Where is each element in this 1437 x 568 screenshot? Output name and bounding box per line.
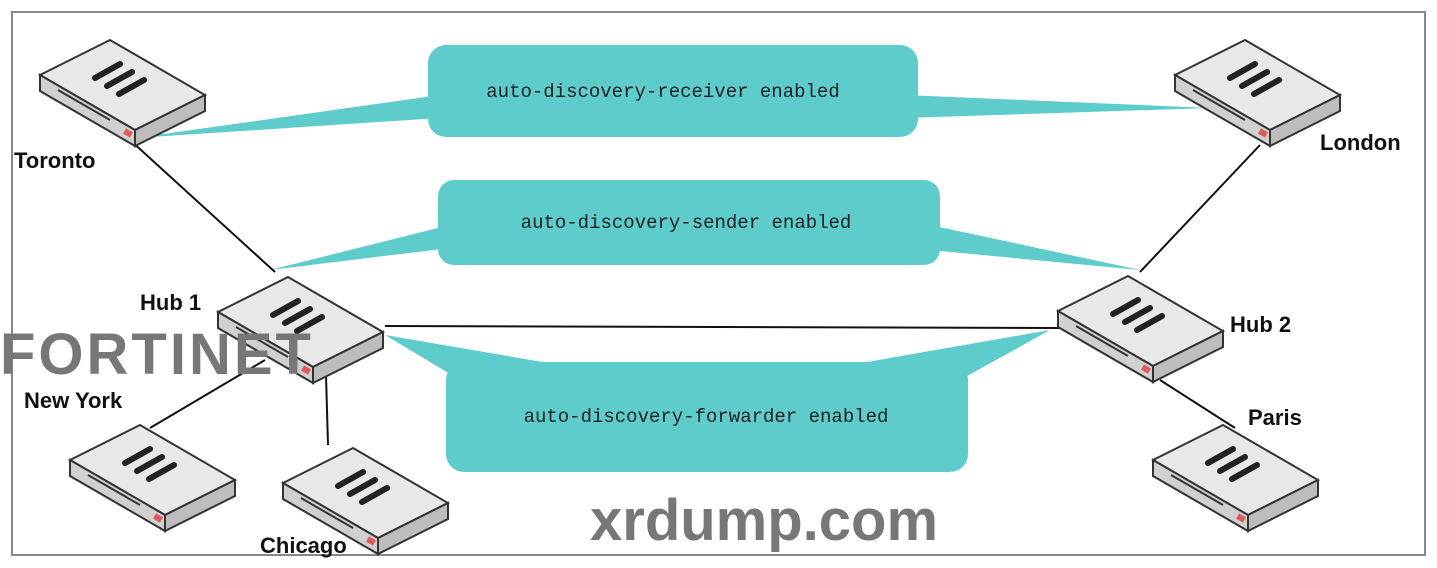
label-london: London bbox=[1320, 130, 1401, 155]
label-hub1: Hub 1 bbox=[140, 290, 201, 315]
callout-receiver-text: auto-discovery-receiver enabled bbox=[486, 81, 839, 103]
frame-border bbox=[11, 11, 1426, 556]
callout-receiver: auto-discovery-receiver enabled bbox=[135, 45, 1210, 138]
watermark-site: xrdump.com bbox=[590, 488, 938, 553]
link-hub1-hub2 bbox=[384, 325, 1061, 329]
device-hub2 bbox=[1058, 276, 1223, 382]
link-toronto-hub1 bbox=[129, 139, 276, 273]
network-links bbox=[129, 139, 1261, 446]
label-paris: Paris bbox=[1248, 405, 1302, 430]
label-hub2: Hub 2 bbox=[1230, 312, 1291, 337]
callout-forwarder: auto-discovery-forwarder enabled bbox=[385, 330, 1050, 472]
label-new-york: New York bbox=[24, 388, 123, 413]
device-toronto bbox=[40, 40, 205, 146]
callout-sender-text: auto-discovery-sender enabled bbox=[521, 212, 852, 234]
label-chicago: Chicago bbox=[260, 533, 347, 558]
callout-forwarder-text: auto-discovery-forwarder enabled bbox=[524, 406, 889, 428]
link-hub1-newyork bbox=[149, 359, 266, 429]
device-london bbox=[1175, 40, 1340, 146]
device-paris bbox=[1153, 425, 1318, 531]
link-hub1-chicago bbox=[325, 374, 329, 446]
watermark-brand: FORTINET bbox=[0, 322, 314, 387]
device-new-york bbox=[70, 425, 235, 531]
link-hub2-paris bbox=[1159, 379, 1236, 429]
callout-sender: auto-discovery-sender enabled bbox=[270, 180, 1140, 270]
link-london-hub2 bbox=[1139, 144, 1261, 273]
label-toronto: Toronto bbox=[14, 148, 95, 173]
